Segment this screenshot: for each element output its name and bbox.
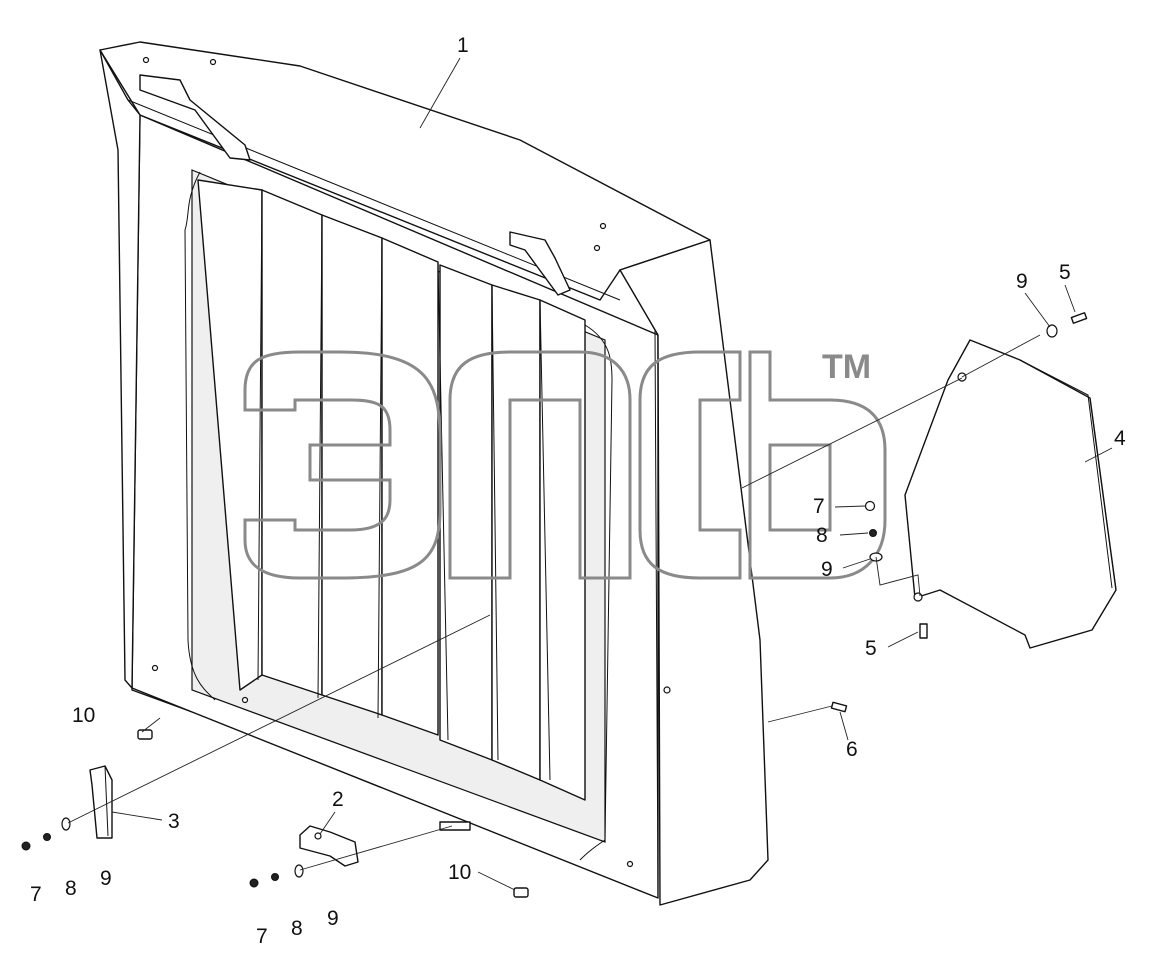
callout-7: 7 <box>813 495 825 518</box>
leader-lines <box>67 57 1113 891</box>
clip <box>137 729 153 740</box>
washer <box>294 864 304 878</box>
mounting-hole <box>626 860 634 868</box>
callout-3: 3 <box>168 810 180 833</box>
callout-7: 7 <box>30 883 42 906</box>
mounting-hole <box>209 58 217 66</box>
bolt <box>1070 312 1088 324</box>
grille-frame <box>99 41 769 906</box>
watermark-logo: TM <box>243 348 887 580</box>
callout-9: 9 <box>1016 270 1028 293</box>
callout-10: 10 <box>448 861 471 884</box>
fasteners <box>21 312 1088 898</box>
bracket-plate <box>89 765 113 839</box>
side-shield <box>904 339 1117 649</box>
callout-7: 7 <box>256 925 268 948</box>
louvres <box>197 179 586 801</box>
washer <box>61 817 71 831</box>
mounting-hole <box>663 686 671 694</box>
callout-2: 2 <box>332 788 344 811</box>
hinge-bracket <box>299 825 359 867</box>
lock-washer <box>43 833 51 841</box>
clip <box>513 887 529 898</box>
callout-10: 10 <box>72 704 95 727</box>
callout-6: 6 <box>846 738 858 761</box>
callout-8: 8 <box>291 917 303 940</box>
mounting-hole <box>142 56 150 64</box>
callout-8: 8 <box>816 524 828 547</box>
mounting-hole <box>241 696 249 704</box>
callout-4: 4 <box>1114 427 1126 450</box>
mounting-hole <box>913 592 923 602</box>
watermark-trademark: TM <box>822 348 871 386</box>
callout-5: 5 <box>865 637 877 660</box>
callout-9: 9 <box>327 907 339 930</box>
top-bracket-left <box>139 74 251 161</box>
mounting-hole <box>151 664 159 672</box>
mounting-hole <box>314 832 322 840</box>
nut <box>864 500 876 512</box>
bolt <box>919 623 928 639</box>
washer <box>1046 324 1058 338</box>
bolt <box>830 701 848 713</box>
nut <box>249 878 259 888</box>
nut <box>21 841 31 851</box>
callout-1: 1 <box>457 34 469 57</box>
callout-8: 8 <box>65 877 77 900</box>
callouts: 1 2 3 4 5 5 6 7 7 7 8 8 8 9 9 9 9 10 10 <box>30 34 1126 948</box>
bottom-lug <box>439 821 471 831</box>
mounting-hole <box>599 222 607 230</box>
callout-9: 9 <box>821 558 833 581</box>
callout-9: 9 <box>100 867 112 890</box>
mounting-hole <box>593 244 601 252</box>
top-bracket-right <box>509 231 571 296</box>
lock-washer <box>271 873 279 881</box>
callout-5: 5 <box>1059 261 1071 284</box>
lock-washer <box>869 529 877 537</box>
